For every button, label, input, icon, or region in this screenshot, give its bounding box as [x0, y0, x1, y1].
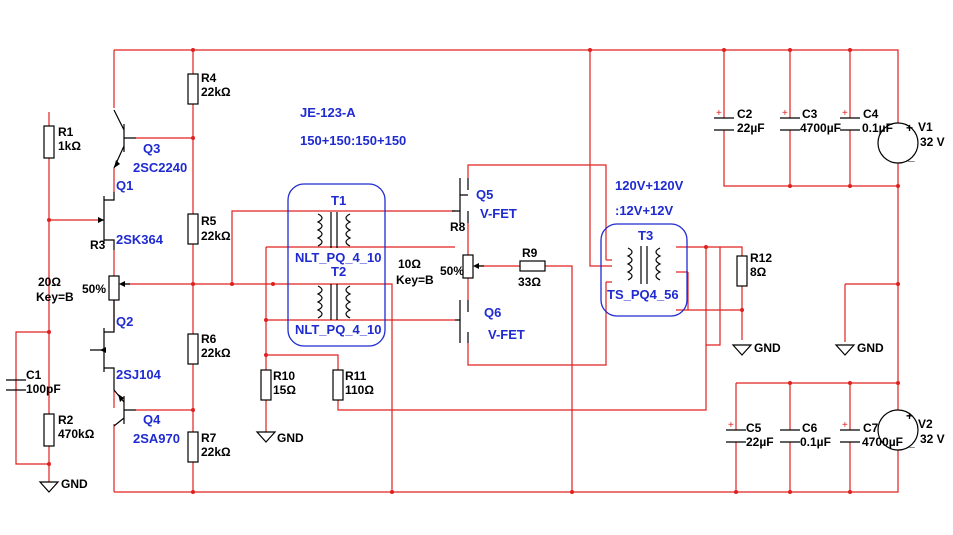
r9-ref: R9: [522, 246, 538, 260]
r9-val: 33Ω: [518, 275, 541, 289]
c6-val: 0.1µF: [800, 435, 831, 449]
gnd-label-1: GND: [61, 477, 88, 491]
t1-t2-transformer-box: [287, 183, 386, 347]
v1-ref: V1: [918, 120, 933, 134]
v1-val: 32 V: [920, 135, 945, 149]
r10-val: 15Ω: [273, 383, 296, 397]
q4-transistor-symbol: [113, 389, 136, 427]
t3-ref: T3: [638, 228, 653, 243]
r3-val: 20Ω: [38, 275, 61, 289]
circuit-title: JE-123-A: [300, 105, 356, 120]
svg-text:+: +: [782, 108, 788, 119]
r2-val: 470kΩ: [58, 427, 95, 441]
r4-val: 22kΩ: [201, 85, 231, 99]
q1-ref: Q1: [116, 178, 133, 193]
r5-ref: R5: [201, 214, 217, 228]
r4-ref: R4: [201, 71, 217, 85]
svg-text:+: +: [842, 108, 848, 119]
svg-text:_: _: [907, 149, 915, 163]
r8-ref: R8: [450, 220, 466, 234]
svg-text:_: _: [907, 435, 915, 449]
r12-val: 8Ω: [750, 265, 767, 279]
circuit-ratio: 150+150:150+150: [300, 133, 406, 148]
c7-ref: C7: [863, 421, 879, 435]
r8-val: 10Ω: [398, 257, 421, 271]
c4-ref: C4: [863, 107, 879, 121]
q4-ref: Q4: [143, 412, 161, 427]
svg-text:+: +: [716, 108, 722, 119]
gnd-label-2: GND: [277, 431, 304, 445]
r10-ref: R10: [273, 369, 295, 383]
v1-source-symbol: + _: [877, 121, 919, 164]
r2-ref: R2: [58, 413, 74, 427]
r1-val: 1kΩ: [58, 139, 81, 153]
svg-text:+: +: [842, 420, 848, 431]
r8-pct: 50%: [440, 264, 464, 278]
svg-text:+: +: [728, 420, 734, 431]
t1-ref: T1: [331, 193, 346, 208]
junction-dots: [47, 48, 900, 494]
r3-key: Key=B: [36, 290, 74, 304]
r11-val: 110Ω: [345, 383, 374, 397]
q2-jfet-symbol: [90, 300, 115, 390]
c5-ref: C5: [746, 421, 762, 435]
capacitor-plates: + + + + +: [6, 108, 860, 443]
q6-ref: Q6: [484, 305, 501, 320]
c1-ref: C1: [26, 368, 42, 382]
r12-ref: R12: [750, 251, 772, 265]
c6-ref: C6: [802, 421, 818, 435]
r1-ref: R1: [58, 125, 74, 139]
t2-ref: T2: [331, 264, 346, 279]
v2-val: 32 V: [920, 432, 945, 446]
q4-part: 2SA970: [133, 431, 180, 446]
c4-val: 0.1µF: [862, 121, 893, 135]
wires: [15, 49, 899, 493]
svg-text:+: +: [906, 121, 913, 135]
gnd-label-3: GND: [754, 341, 781, 355]
t3-model: TS_PQ4_56: [607, 287, 679, 302]
r6-ref: R6: [201, 332, 217, 346]
q3-ref: Q3: [143, 141, 160, 156]
q5-fet-symbol: [452, 178, 469, 223]
c5-val: 22µF: [746, 435, 774, 449]
t3-ratio-line1: 120V+120V: [615, 178, 684, 193]
resistor-bodies: [43, 73, 748, 463]
r3-pct: 50%: [82, 282, 106, 296]
c1-val: 100pF: [26, 382, 61, 396]
v2-source-symbol: + _: [877, 409, 919, 451]
r7-ref: R7: [201, 431, 217, 445]
r11-ref: R11: [345, 369, 367, 383]
q5-ref: Q5: [476, 187, 493, 202]
c7-val: 4700µF: [862, 435, 903, 449]
q2-part: 2SJ104: [116, 367, 162, 382]
t2-model: NLT_PQ_4_10: [295, 322, 381, 337]
svg-text:+: +: [906, 409, 913, 423]
c2-val: 22µF: [737, 121, 765, 135]
q6-part: V-FET: [488, 327, 525, 342]
c3-val: 4700µF: [800, 121, 841, 135]
q1-jfet-symbol: [98, 192, 115, 250]
t1-model: NLT_PQ_4_10: [295, 250, 381, 265]
q2-ref: Q2: [116, 314, 133, 329]
gnd-label-4: GND: [857, 341, 884, 355]
r8-key: Key=B: [396, 273, 434, 287]
r7-val: 22kΩ: [201, 445, 231, 459]
r3-ref: R3: [90, 238, 106, 252]
t3-transformer-box: [600, 223, 688, 317]
q5-part: V-FET: [480, 206, 517, 221]
c2-ref: C2: [737, 107, 753, 121]
c3-ref: C3: [802, 107, 818, 121]
r6-val: 22kΩ: [201, 346, 231, 360]
q3-transistor-symbol: [113, 109, 136, 169]
t3-ratio-line2: :12V+12V: [615, 203, 674, 218]
q3-part: 2SC2240: [133, 160, 187, 175]
r5-val: 22kΩ: [201, 229, 231, 243]
ground-symbols: [38, 344, 856, 493]
q6-fet-symbol: [455, 300, 469, 343]
q1-part: 2SK364: [116, 232, 164, 247]
v2-ref: V2: [918, 417, 933, 431]
